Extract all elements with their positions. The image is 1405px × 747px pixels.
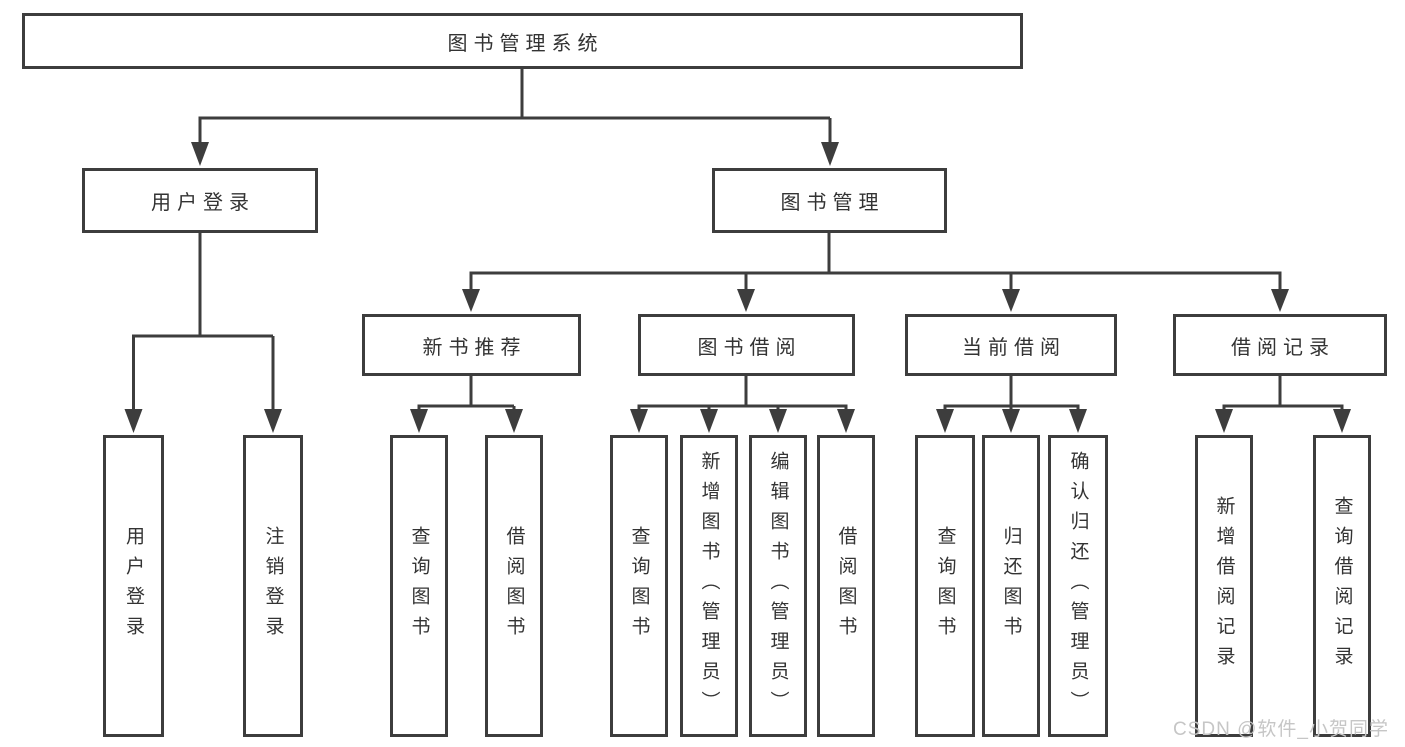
- leaf-add-book-admin: 新增图书（管理员）: [680, 435, 738, 737]
- node-borrow-record: 借阅记录: [1173, 314, 1387, 376]
- connector-book-mgmt: [469, 233, 1282, 291]
- connector-borrow-record: [1222, 376, 1344, 411]
- connector-new-book-rec: [417, 376, 516, 411]
- leaf-return-book: 归还图书: [982, 435, 1040, 737]
- leaf-add-borrow-record: 新增借阅记录: [1195, 435, 1253, 737]
- leaf-query-book-under-current: 查询图书: [915, 435, 975, 737]
- leaf-user-login: 用户登录: [103, 435, 164, 737]
- csdn-watermark: CSDN @软件_小贺同学: [1173, 719, 1389, 740]
- connector-current-borrow-arrowheads: [936, 409, 1087, 433]
- node-user-login-module: 用户登录: [82, 168, 318, 233]
- connector-borrow-record-arrowheads: [1215, 409, 1351, 433]
- connector-user-login: [132, 233, 275, 411]
- leaf-confirm-return-admin: 确认归还（管理员）: [1048, 435, 1108, 737]
- node-book-mgmt-module: 图书管理: [712, 168, 947, 233]
- leaf-edit-book-admin: 编辑图书（管理员）: [749, 435, 807, 737]
- node-new-book-recommend: 新书推荐: [362, 314, 581, 376]
- leaf-query-borrow-record: 查询借阅记录: [1313, 435, 1371, 737]
- connector-book-borrow-arrowheads: [630, 409, 855, 433]
- connector-current-borrow: [943, 376, 1080, 411]
- leaf-borrow-book-under-recommend: 借阅图书: [485, 435, 543, 737]
- node-root-library-system: 图书管理系统: [22, 13, 1023, 69]
- connector-book-mgmt-arrowheads: [462, 289, 1289, 312]
- node-book-borrow: 图书借阅: [638, 314, 855, 376]
- connector-book-borrow: [637, 376, 848, 411]
- leaf-borrow-book-under-borrow: 借阅图书: [817, 435, 875, 737]
- leaf-logout: 注销登录: [243, 435, 303, 737]
- node-current-borrow: 当前借阅: [905, 314, 1117, 376]
- connector-root-arrowheads: [191, 142, 839, 166]
- leaf-query-book-under-borrow: 查询图书: [610, 435, 668, 737]
- leaf-query-book-under-recommend: 查询图书: [390, 435, 448, 737]
- connector-root: [198, 69, 832, 144]
- connector-user-login-arrowheads: [124, 409, 282, 433]
- connector-new-book-rec-arrowheads: [410, 409, 523, 433]
